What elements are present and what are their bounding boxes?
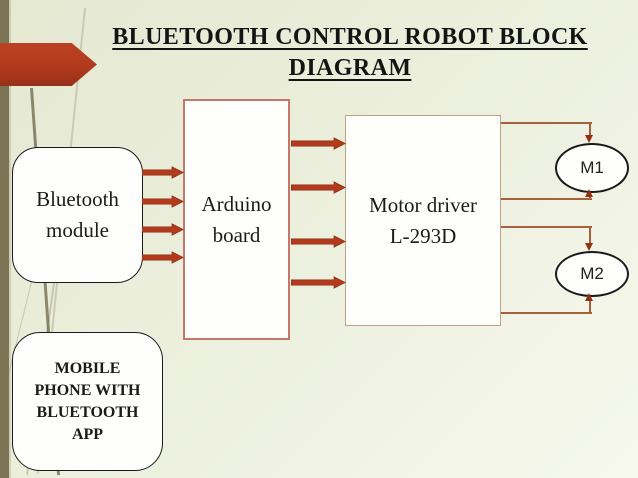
flow-arrow <box>291 137 346 150</box>
connector-line <box>589 226 591 245</box>
decorative-arrow-shape <box>0 43 97 86</box>
mobile-phone-label-line3: BLUETOOTH <box>36 403 139 421</box>
motor-2-label: M2 <box>580 264 604 283</box>
bluetooth-module-label-line2: module <box>46 218 109 242</box>
connector-arrowhead-up <box>585 293 593 301</box>
flow-arrow <box>142 251 184 264</box>
flow-arrow <box>142 223 184 236</box>
motor-1-node: M1 <box>555 143 629 193</box>
arduino-board-block: Arduino board <box>183 99 290 340</box>
side-stripe-highlight <box>9 0 11 478</box>
motor-1-label: M1 <box>580 158 604 177</box>
connector-line <box>589 122 591 138</box>
connector-arrowhead-down <box>585 243 593 251</box>
bluetooth-module-label-line1: Bluetooth <box>36 187 119 211</box>
bluetooth-module-block: Bluetooth module <box>12 147 143 283</box>
flow-arrow <box>142 195 184 208</box>
motor-2-node: M2 <box>555 251 629 297</box>
connector-line <box>500 226 592 228</box>
motor-driver-label-line2: L-293D <box>389 223 457 248</box>
page-title: BLUETOOTH CONTROL ROBOT BLOCK DIAGRAM <box>100 22 600 84</box>
mobile-phone-label-line1: MOBILE <box>54 359 121 377</box>
connector-line <box>589 300 591 313</box>
flow-arrow <box>291 276 346 289</box>
mobile-phone-block: MOBILE PHONE WITH BLUETOOTH APP <box>12 332 163 471</box>
mobile-phone-label-line2: PHONE WITH <box>34 381 141 399</box>
page-title-line1: BLUETOOTH CONTROL ROBOT BLOCK <box>112 24 588 50</box>
side-stripe <box>0 0 9 478</box>
connector-line <box>500 122 592 124</box>
motor-driver-block: Motor driver L-293D <box>345 115 501 326</box>
mobile-phone-label-line4: APP <box>71 425 104 443</box>
arduino-board-label-line1: Arduino <box>201 191 272 216</box>
flow-arrow <box>142 166 184 179</box>
connector-arrowhead-down <box>585 135 593 143</box>
arduino-board-label-line2: board <box>212 222 261 247</box>
motor-driver-label-line1: Motor driver <box>369 192 477 217</box>
flow-arrow <box>291 235 346 248</box>
connector-line <box>500 198 592 200</box>
page-title-line2: DIAGRAM <box>288 55 412 81</box>
connector-line <box>500 312 592 314</box>
flow-arrow <box>291 181 346 194</box>
connector-line <box>589 195 591 200</box>
connector-arrowhead-up <box>585 189 593 197</box>
